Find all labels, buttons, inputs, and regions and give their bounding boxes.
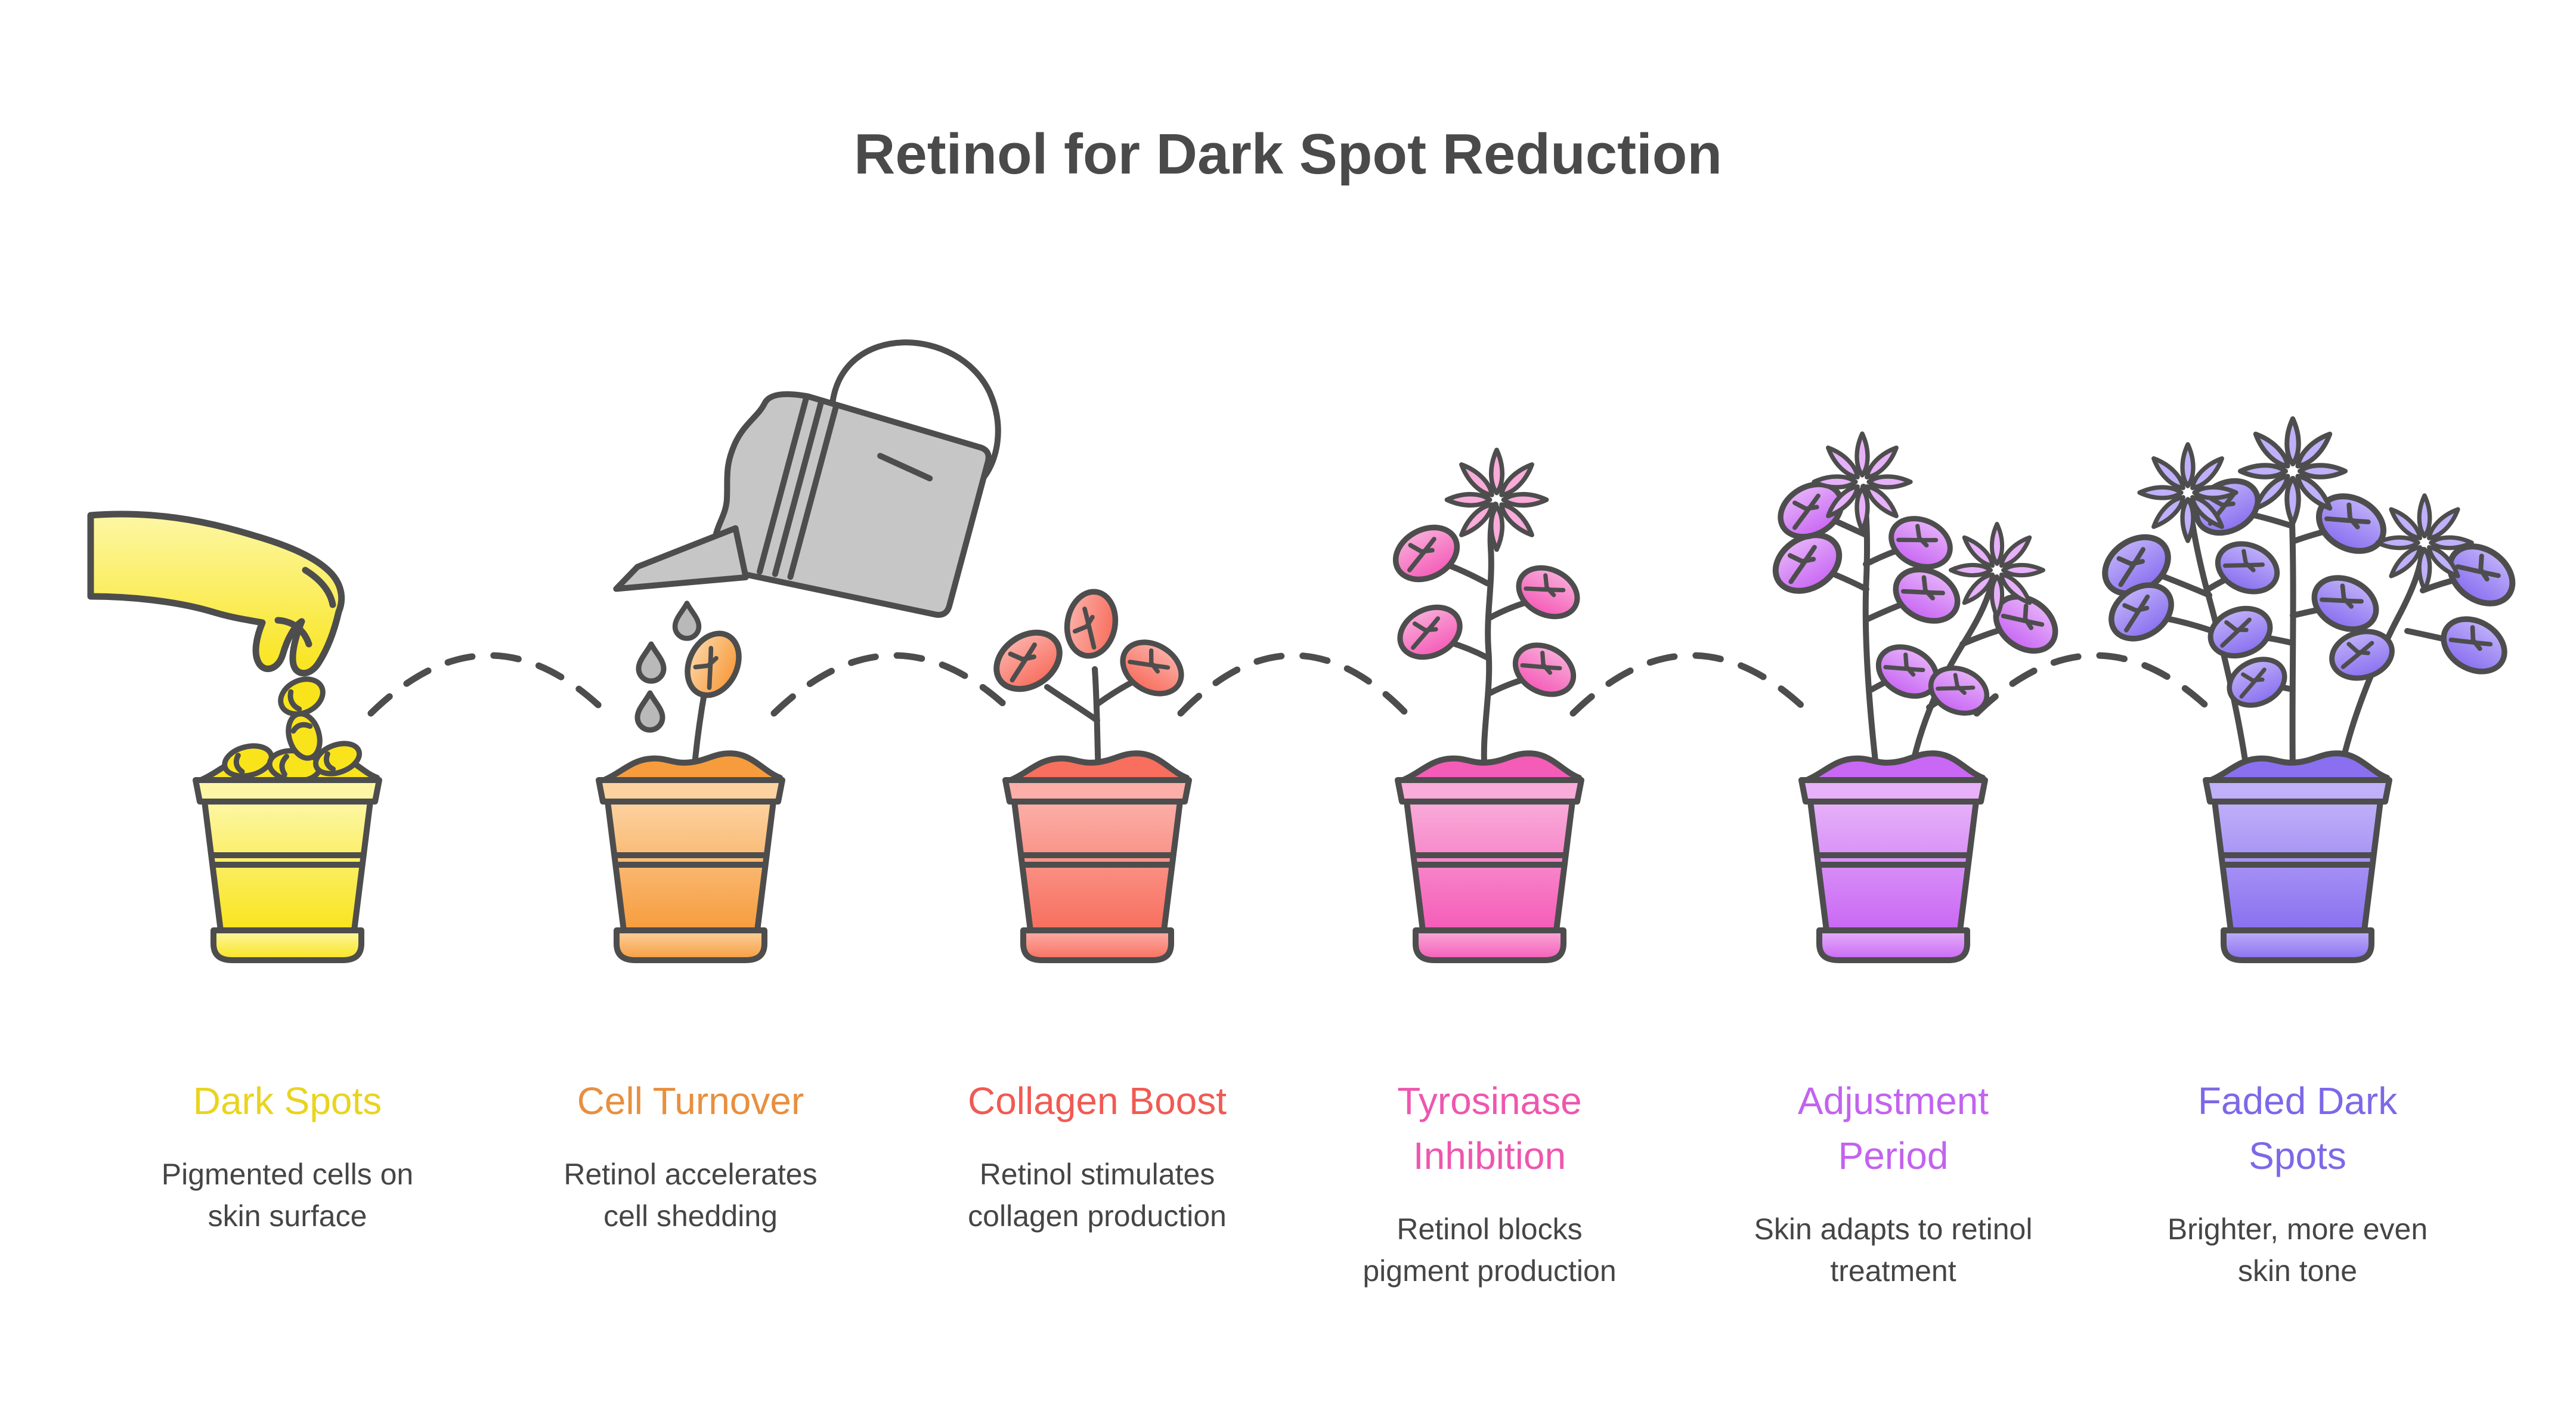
flower-icon: [1447, 450, 1546, 549]
stage-heading: Tyrosinase Inhibition: [1397, 1079, 1582, 1177]
stage-6-faded-dark-spots: Faded Dark Spots Brighter, more even ski…: [2148, 1073, 2447, 1292]
pot-dark-spots: [196, 711, 379, 960]
stage-description: Brighter, more even skin tone: [2167, 1212, 2428, 1288]
flower-icon: [2240, 419, 2345, 524]
stage-heading: Adjustment Period: [1797, 1079, 1989, 1177]
pot-cell-turnover: [599, 625, 782, 960]
can-body: [711, 391, 992, 618]
arc-2-3: [770, 652, 1017, 717]
stage-heading: Collagen Boost: [967, 1079, 1227, 1122]
pot-tyrosinase-inhibition: [1386, 450, 1585, 960]
page-title: Retinol for Dark Spot Reduction: [853, 122, 1723, 186]
flower-icon: [2377, 496, 2472, 590]
pot-faded-dark-spots: [2094, 419, 2524, 960]
stage-description: Retinol stimulates collagen production: [968, 1158, 1227, 1233]
stage-heading: Cell Turnover: [577, 1079, 804, 1122]
arc-5-6: [1973, 652, 2218, 717]
can-handle: [829, 339, 1001, 481]
arc-1-2: [367, 652, 611, 717]
seeds-icon: [222, 711, 363, 784]
stage-2-cell-turnover: Cell Turnover Retinol accelerates cell s…: [541, 1073, 840, 1237]
dashed-arc-connectors: [367, 652, 2218, 717]
stage-description: Retinol accelerates cell shedding: [564, 1158, 818, 1233]
flower-icon: [2140, 444, 2236, 541]
pot-collagen-boost: [986, 588, 1191, 960]
pot-adjustment-period: [1765, 434, 2066, 960]
stage-description: Retinol blocks pigment production: [1363, 1212, 1617, 1288]
stage-description: Skin adapts to retinol treatment: [1754, 1212, 2033, 1288]
arc-3-4: [1177, 652, 1410, 717]
stage-1-dark-spots: Dark Spots Pigmented cells on skin surfa…: [138, 1073, 436, 1237]
flower-icon: [1951, 524, 2044, 617]
stage-heading: Dark Spots: [193, 1079, 382, 1122]
hand-dropping-seed-icon: [87, 511, 345, 717]
stage-3-collagen-boost: Collagen Boost Retinol stimulates collag…: [948, 1073, 1246, 1237]
stage-4-tyrosinase-inhibition: Tyrosinase Inhibition Retinol blocks pig…: [1340, 1073, 1639, 1292]
plant-stems: [1441, 502, 1533, 775]
stage-heading: Faded Dark Spots: [2197, 1079, 2398, 1177]
flower-icon: [1814, 434, 1911, 530]
stage-description: Pigmented cells on skin surface: [161, 1158, 414, 1233]
stage-5-adjustment-period: Adjustment Period Skin adapts to retinol…: [1744, 1073, 2042, 1292]
can-spout: [613, 525, 749, 592]
can-stripes: [756, 394, 840, 580]
can-detail: [877, 453, 933, 482]
watering-can-icon: [613, 339, 1001, 730]
arc-4-5: [1569, 652, 1813, 717]
